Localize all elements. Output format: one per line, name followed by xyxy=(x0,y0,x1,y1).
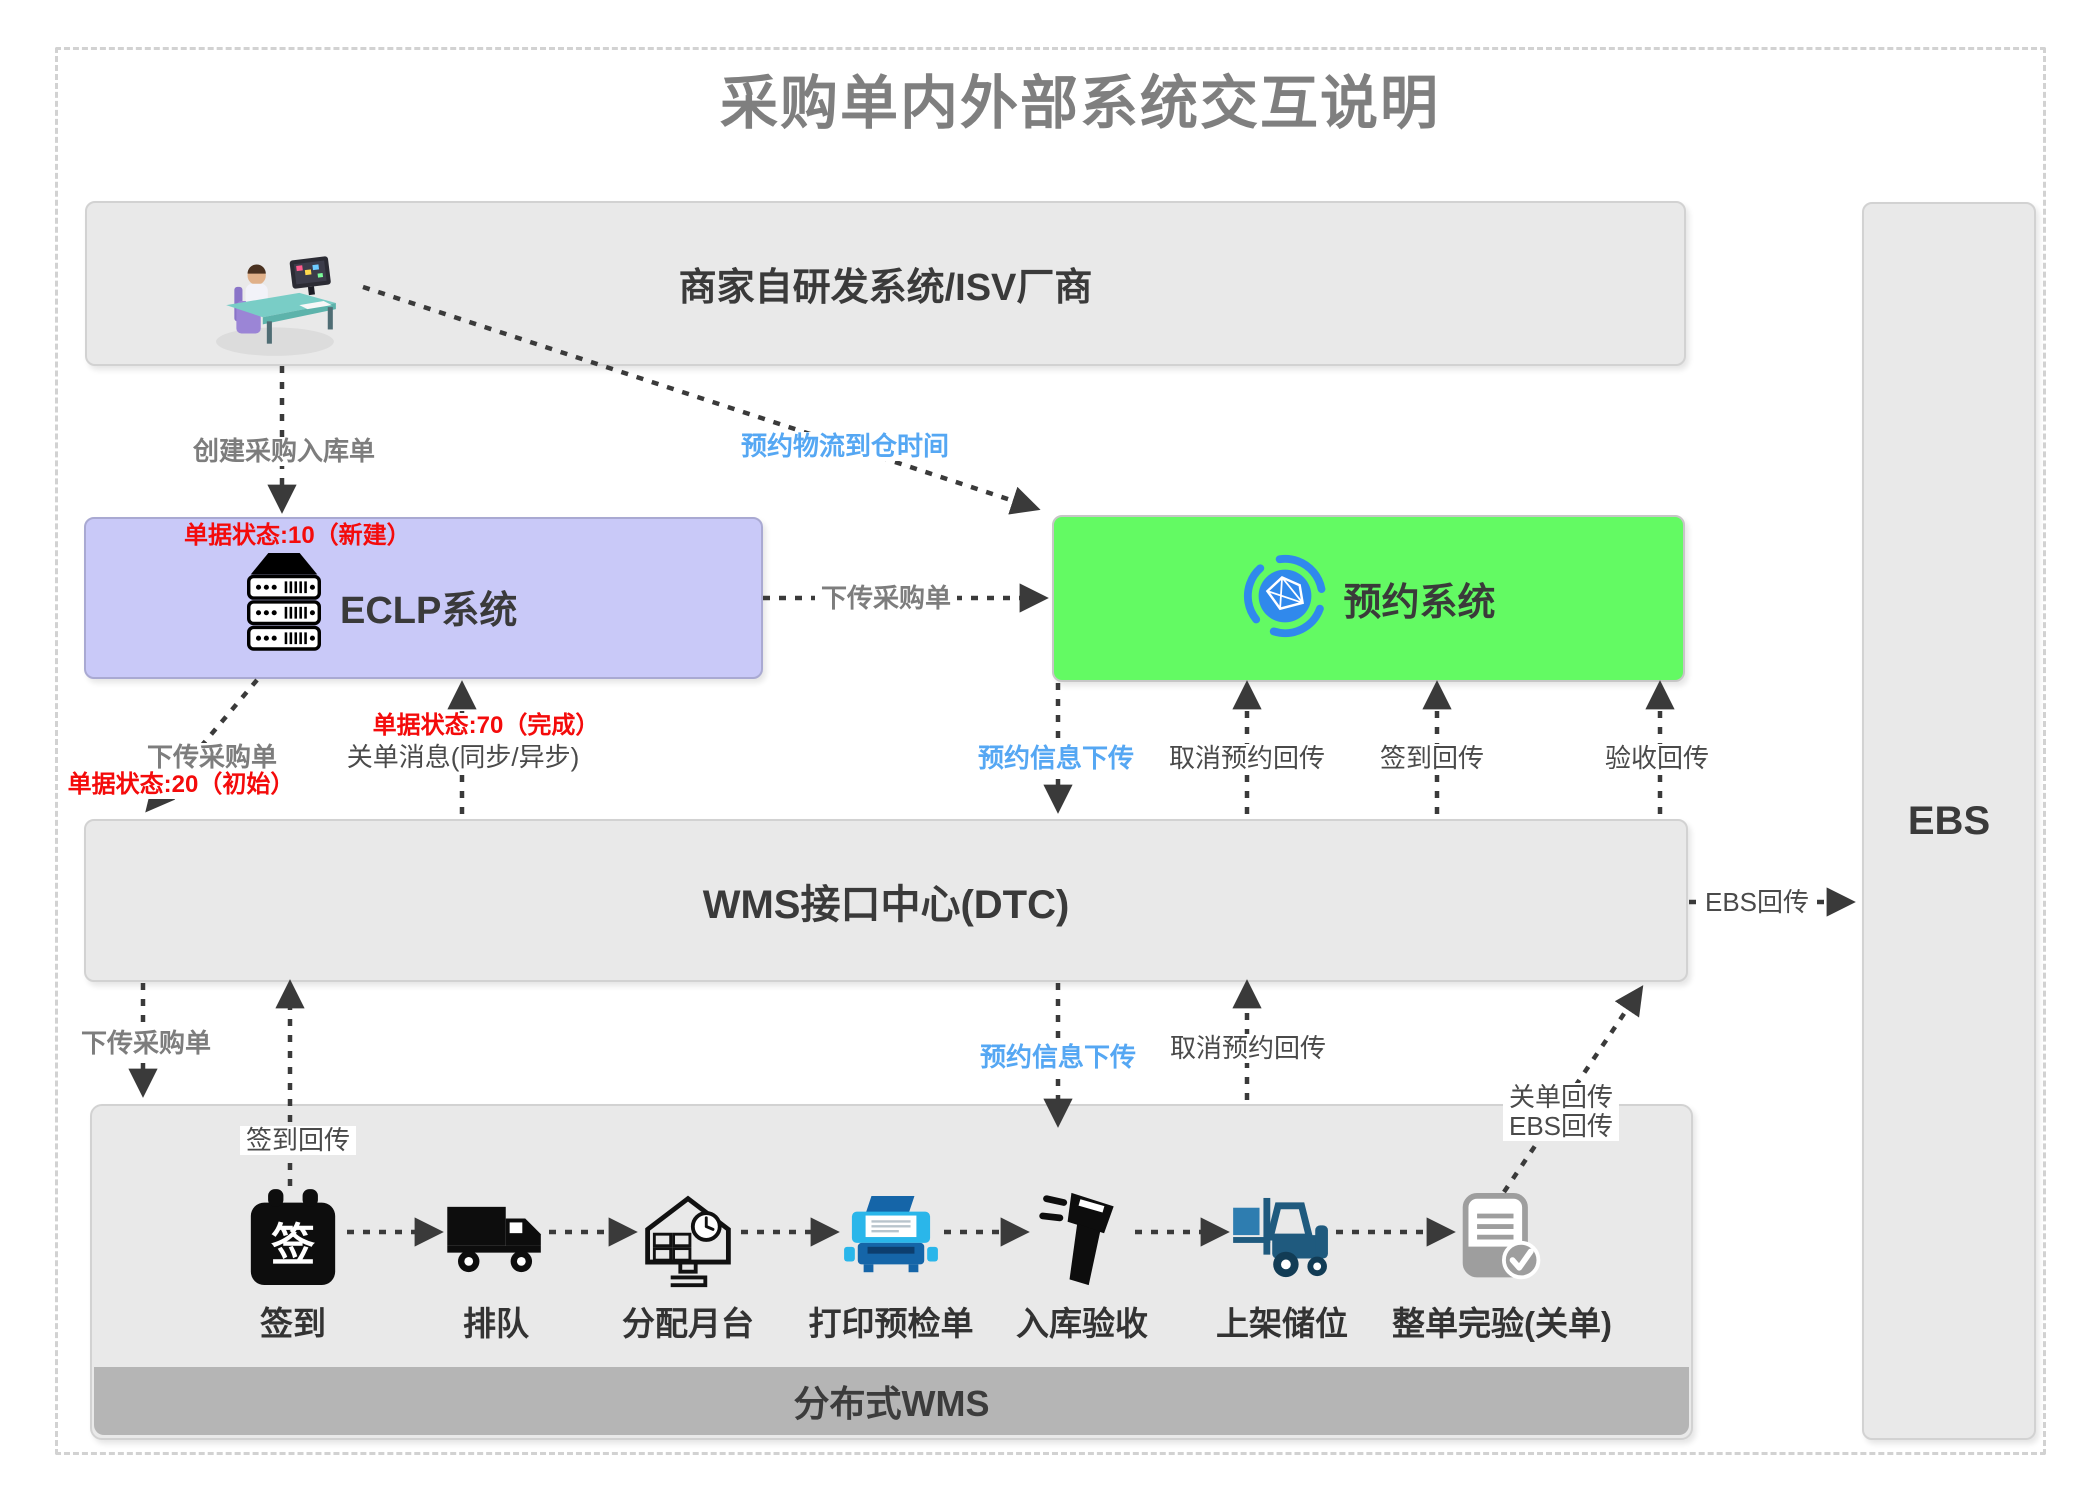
flow-label-ebs-back: EBS回传 xyxy=(1698,887,1816,918)
flow-label-checkin-back-1: 签到回传 xyxy=(1373,743,1491,774)
svg-text:签: 签 xyxy=(271,1221,315,1270)
flow-label-booking-info-1: 预约信息下传 xyxy=(971,743,1141,774)
flow-label-send-po-booking: 下传采购单 xyxy=(814,583,958,614)
step-label: 上架储位 xyxy=(1216,1305,1348,1342)
step-label: 整单完验(关单) xyxy=(1392,1305,1612,1342)
queue-truck-icon xyxy=(386,1187,606,1291)
eclp-status-badge: 单据状态:10（新建） xyxy=(184,522,411,549)
flow-label-create-po: 创建采购入库单 xyxy=(186,436,382,467)
step-label: 排队 xyxy=(463,1305,529,1342)
wms-dtc-box: WMS接口中心(DTC) xyxy=(84,819,1688,982)
step-label: 分配月台 xyxy=(622,1305,754,1342)
flow-label-close-back: 关单回传 EBS回传 xyxy=(1502,1082,1620,1142)
workflow-step: 入库验收 xyxy=(972,1187,1192,1345)
flow-label-close-back-line1: 关单回传 xyxy=(1508,1082,1613,1112)
workflow-step: 整单完验(关单) xyxy=(1377,1187,1627,1345)
flow-label-receive-back: 验收回传 xyxy=(1598,743,1716,774)
eclp-label: ECLP系统 xyxy=(340,590,518,632)
outer-dashed-border xyxy=(55,47,2046,1455)
shelf-forklift-icon xyxy=(1172,1187,1392,1291)
distributed-wms-label: 分布式WMS xyxy=(793,1383,990,1424)
print-precheck-icon xyxy=(781,1187,1001,1291)
checkin-calendar-icon: 签 xyxy=(183,1187,403,1291)
flow-label-booking-info-2: 预约信息下传 xyxy=(973,1042,1143,1073)
globe-network-icon xyxy=(1241,552,1329,645)
workflow-step: 排队 xyxy=(386,1187,606,1345)
wms-dtc-label: WMS接口中心(DTC) xyxy=(702,882,1070,927)
flow-label-close-back-line2: EBS回传 xyxy=(1508,1111,1614,1142)
flow-label-send-po-wms: 下传采购单 xyxy=(140,742,284,773)
eclp-system-box: 单据状态:10（新建） xyxy=(84,517,763,679)
flow-label-close-msg: 关单消息(同步/异步) xyxy=(340,742,586,773)
booking-system-box: 预约系统 xyxy=(1052,515,1685,682)
flow-label-status-20: 单据状态:20（初始） xyxy=(61,771,301,799)
workflow-step: 签 签到 xyxy=(183,1187,403,1345)
server-icon xyxy=(235,547,333,658)
workflow-step: 分配月台 xyxy=(578,1187,798,1345)
flow-label-checkin-back-2: 签到回传 xyxy=(239,1125,357,1156)
workflow-step: 打印预检单 xyxy=(781,1187,1001,1345)
ebs-label: EBS xyxy=(1907,798,1991,843)
flow-label-send-po-dist: 下传采购单 xyxy=(74,1028,218,1059)
merchant-system-label: 商家自研发系统/ISV厂商 xyxy=(678,267,1093,309)
distributed-wms-bar: 分布式WMS xyxy=(94,1367,1689,1435)
flow-label-status-70: 单据状态:70（完成） xyxy=(366,712,606,740)
dock-warehouse-icon xyxy=(578,1187,798,1291)
person-workstation-icon xyxy=(212,238,344,365)
workflow-step: 上架储位 xyxy=(1172,1187,1392,1345)
flow-label-cancel-booking-2: 取消预约回传 xyxy=(1163,1033,1333,1064)
step-label: 入库验收 xyxy=(1016,1305,1148,1342)
page-title: 采购单内外部系统交互说明 xyxy=(719,71,1441,136)
step-label: 签到 xyxy=(260,1305,326,1342)
full-check-doc-icon xyxy=(1377,1187,1627,1291)
booking-system-label: 预约系统 xyxy=(1343,582,1496,624)
warehouse-workflow-box: 签 签到 排队 xyxy=(90,1104,1693,1440)
inbound-scan-icon xyxy=(972,1187,1192,1291)
flow-label-book-time: 预约物流到仓时间 xyxy=(734,431,956,462)
ebs-system-box: EBS xyxy=(1862,202,2036,1440)
flow-label-cancel-booking-1: 取消预约回传 xyxy=(1162,743,1332,774)
step-label: 打印预检单 xyxy=(808,1305,974,1342)
